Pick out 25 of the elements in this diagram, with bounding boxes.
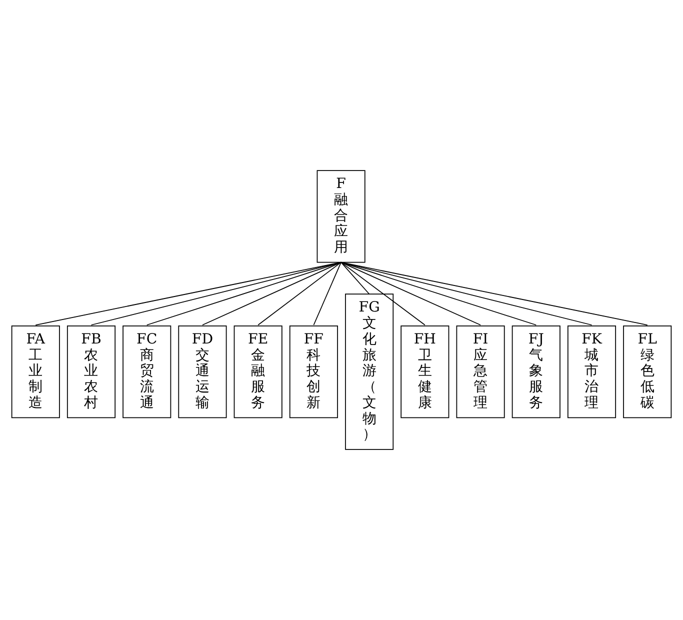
connector [340,262,370,295]
connector [202,262,342,326]
node-box: FA工业制造 [11,325,60,418]
node-box: FC商贸流通 [122,325,172,418]
node-box: FJ气象服务 [512,325,560,418]
connector [313,262,342,326]
node-box: FL绿色低碳 [623,325,672,418]
node-box: FF科技创新 [289,325,338,418]
node-box: F融合应用 [316,170,366,263]
connector [146,262,342,326]
connector [340,262,537,326]
connector [340,262,648,326]
node-box: FI应急管理 [456,325,505,418]
node-box: FE金融服务 [234,325,282,418]
connector [90,262,342,326]
connector [35,262,342,326]
connector [340,262,592,326]
node-box: FB农业农村 [66,325,116,418]
node-box: FG文化旅游（文物） [345,294,394,450]
connector [340,262,426,326]
node-box: FK城市治理 [567,325,616,418]
connector [340,262,481,326]
node-box: FD交通运输 [178,325,227,418]
node-box: FH卫生健康 [400,325,450,418]
connector [258,262,342,326]
